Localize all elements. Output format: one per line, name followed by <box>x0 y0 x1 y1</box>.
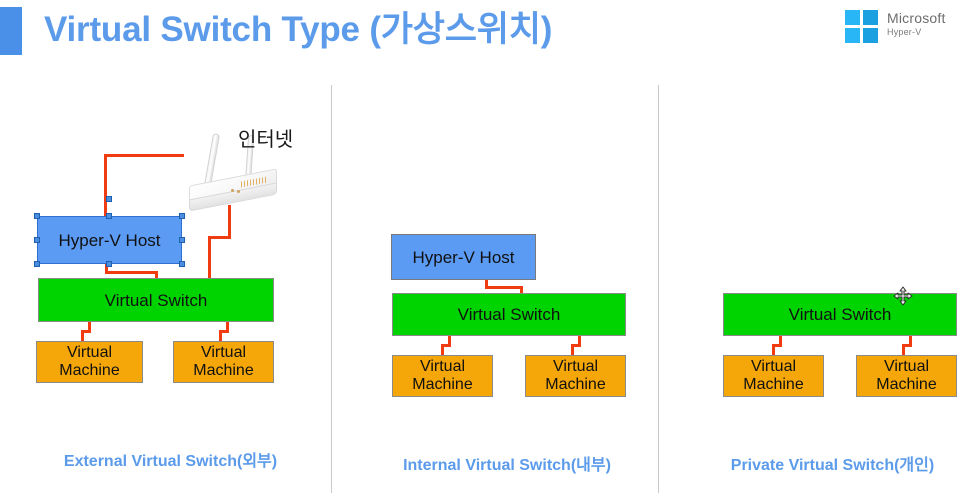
virtual-switch-internal-label: Virtual Switch <box>457 305 561 324</box>
connector-host-switch-internal-v1 <box>485 278 488 288</box>
column-divider-1 <box>331 85 332 493</box>
router-led-2 <box>237 190 240 193</box>
internet-label: 인터넷 <box>238 129 294 151</box>
connector-switch-vm2-h <box>219 330 229 333</box>
virtual-machine-box-internal-2[interactable]: Virtual Machine <box>525 355 626 397</box>
vm-external-1-line2: Machine <box>59 362 120 379</box>
connector-host-switch-v1 <box>105 263 108 274</box>
selection-handle-sw[interactable] <box>34 261 40 267</box>
selection-handle-ne[interactable] <box>179 213 185 219</box>
move-cursor-icon <box>893 286 913 306</box>
virtual-machine-box-private-2[interactable]: Virtual Machine <box>856 355 957 397</box>
logo-brand: Microsoft <box>887 10 946 26</box>
connector-switch-vm2-internal-v2 <box>571 344 574 356</box>
connector-host-switch-internal-v2 <box>520 286 523 297</box>
host-box-internal[interactable]: Hyper-V Host <box>391 234 536 280</box>
connector-switch-vm1-private-v2 <box>772 344 775 356</box>
vm-internal-1-line1: Virtual <box>419 358 466 375</box>
wireless-router-icon <box>183 133 283 212</box>
selection-handle-se[interactable] <box>179 261 185 267</box>
connector-switch-vm2-internal-v1 <box>578 336 581 346</box>
virtual-machine-box-external-2[interactable]: Virtual Machine <box>173 341 274 383</box>
virtual-switch-private-label: Virtual Switch <box>788 305 892 324</box>
router-led-1 <box>231 189 234 192</box>
connector-switch-vm2-v2 <box>219 330 222 342</box>
vm-private-1-line2: Machine <box>743 376 804 393</box>
virtual-machine-box-external-1[interactable]: Virtual Machine <box>36 341 143 383</box>
host-box-internal-label: Hyper-V Host <box>412 247 515 267</box>
selection-handle-e[interactable] <box>179 237 185 243</box>
selection-handle-nw[interactable] <box>34 213 40 219</box>
title-accent-bar <box>0 7 22 55</box>
host-box-external[interactable]: Hyper-V Host <box>37 216 182 264</box>
connector-internet-host-h <box>104 154 184 157</box>
selection-handle-w[interactable] <box>34 237 40 243</box>
host-box-external-label: Hyper-V Host <box>58 230 161 250</box>
connector-switch-vm1-private-v1 <box>779 336 782 346</box>
caption-internal: Internal Virtual Switch(내부) <box>403 457 611 474</box>
virtual-machine-box-internal-1[interactable]: Virtual Machine <box>392 355 493 397</box>
connector-switch-vm1-internal-v1 <box>448 336 451 346</box>
connector-switch-vm1-h <box>81 330 91 333</box>
column-divider-2 <box>658 85 659 493</box>
connector-switch-vm2-v1 <box>226 322 229 332</box>
connector-host-switch-v2 <box>155 271 158 283</box>
connector-switch-vm1-internal-v2 <box>441 344 444 356</box>
connector-switch-vm2-internal-h <box>571 344 581 347</box>
windows-flag-icon <box>845 10 879 44</box>
virtual-switch-box-external[interactable]: Virtual Switch <box>38 278 274 322</box>
virtual-switch-external-label: Virtual Switch <box>104 290 208 310</box>
vm-external-1-line1: Virtual <box>66 344 113 361</box>
vm-external-2-line2: Machine <box>193 362 254 379</box>
vm-private-1-line1: Virtual <box>750 358 797 375</box>
caption-external: External Virtual Switch(외부) <box>63 453 278 470</box>
virtual-machine-box-private-1[interactable]: Virtual Machine <box>723 355 824 397</box>
slide-header: Virtual Switch Type (가상스위치) Microsoft Hy… <box>0 0 971 72</box>
vm-external-2-line1: Virtual <box>200 344 247 361</box>
vm-internal-2-line1: Virtual <box>552 358 599 375</box>
virtual-switch-box-private[interactable]: Virtual Switch <box>723 293 957 336</box>
connector-switch-vm2-private-h <box>902 344 912 347</box>
page-title: Virtual Switch Type (가상스위치) <box>44 10 553 49</box>
connector-internet-host-v <box>104 154 107 216</box>
vm-internal-2-line2: Machine <box>545 376 606 393</box>
caption-private: Private Virtual Switch(개인) <box>730 457 935 474</box>
selection-handle-n[interactable] <box>106 213 112 219</box>
connector-internet-switch-v2 <box>208 236 211 281</box>
connector-host-switch-h <box>105 271 158 274</box>
logo-product: Hyper-V <box>887 27 922 37</box>
connector-host-switch-internal-h <box>485 286 523 289</box>
selection-handle-rotate[interactable] <box>106 196 112 202</box>
connector-internet-switch-h <box>208 236 231 239</box>
connector-switch-vm1-v2 <box>81 330 84 342</box>
microsoft-hyperv-logo: Microsoft Hyper-V <box>845 8 963 50</box>
virtual-switch-box-internal[interactable]: Virtual Switch <box>392 293 626 336</box>
vm-internal-1-line2: Machine <box>412 376 473 393</box>
connector-switch-vm1-v1 <box>88 322 91 332</box>
vm-private-2-line1: Virtual <box>883 358 930 375</box>
vm-private-2-line2: Machine <box>876 376 937 393</box>
connector-switch-vm1-private-h <box>772 344 782 347</box>
connector-internet-switch-v1 <box>228 205 231 238</box>
connector-switch-vm1-internal-h <box>441 344 451 347</box>
logo-text: Microsoft Hyper-V <box>887 10 946 38</box>
connector-switch-vm2-private-v1 <box>909 336 912 346</box>
connector-switch-vm2-private-v2 <box>902 344 905 356</box>
selection-handle-s[interactable] <box>106 261 112 267</box>
